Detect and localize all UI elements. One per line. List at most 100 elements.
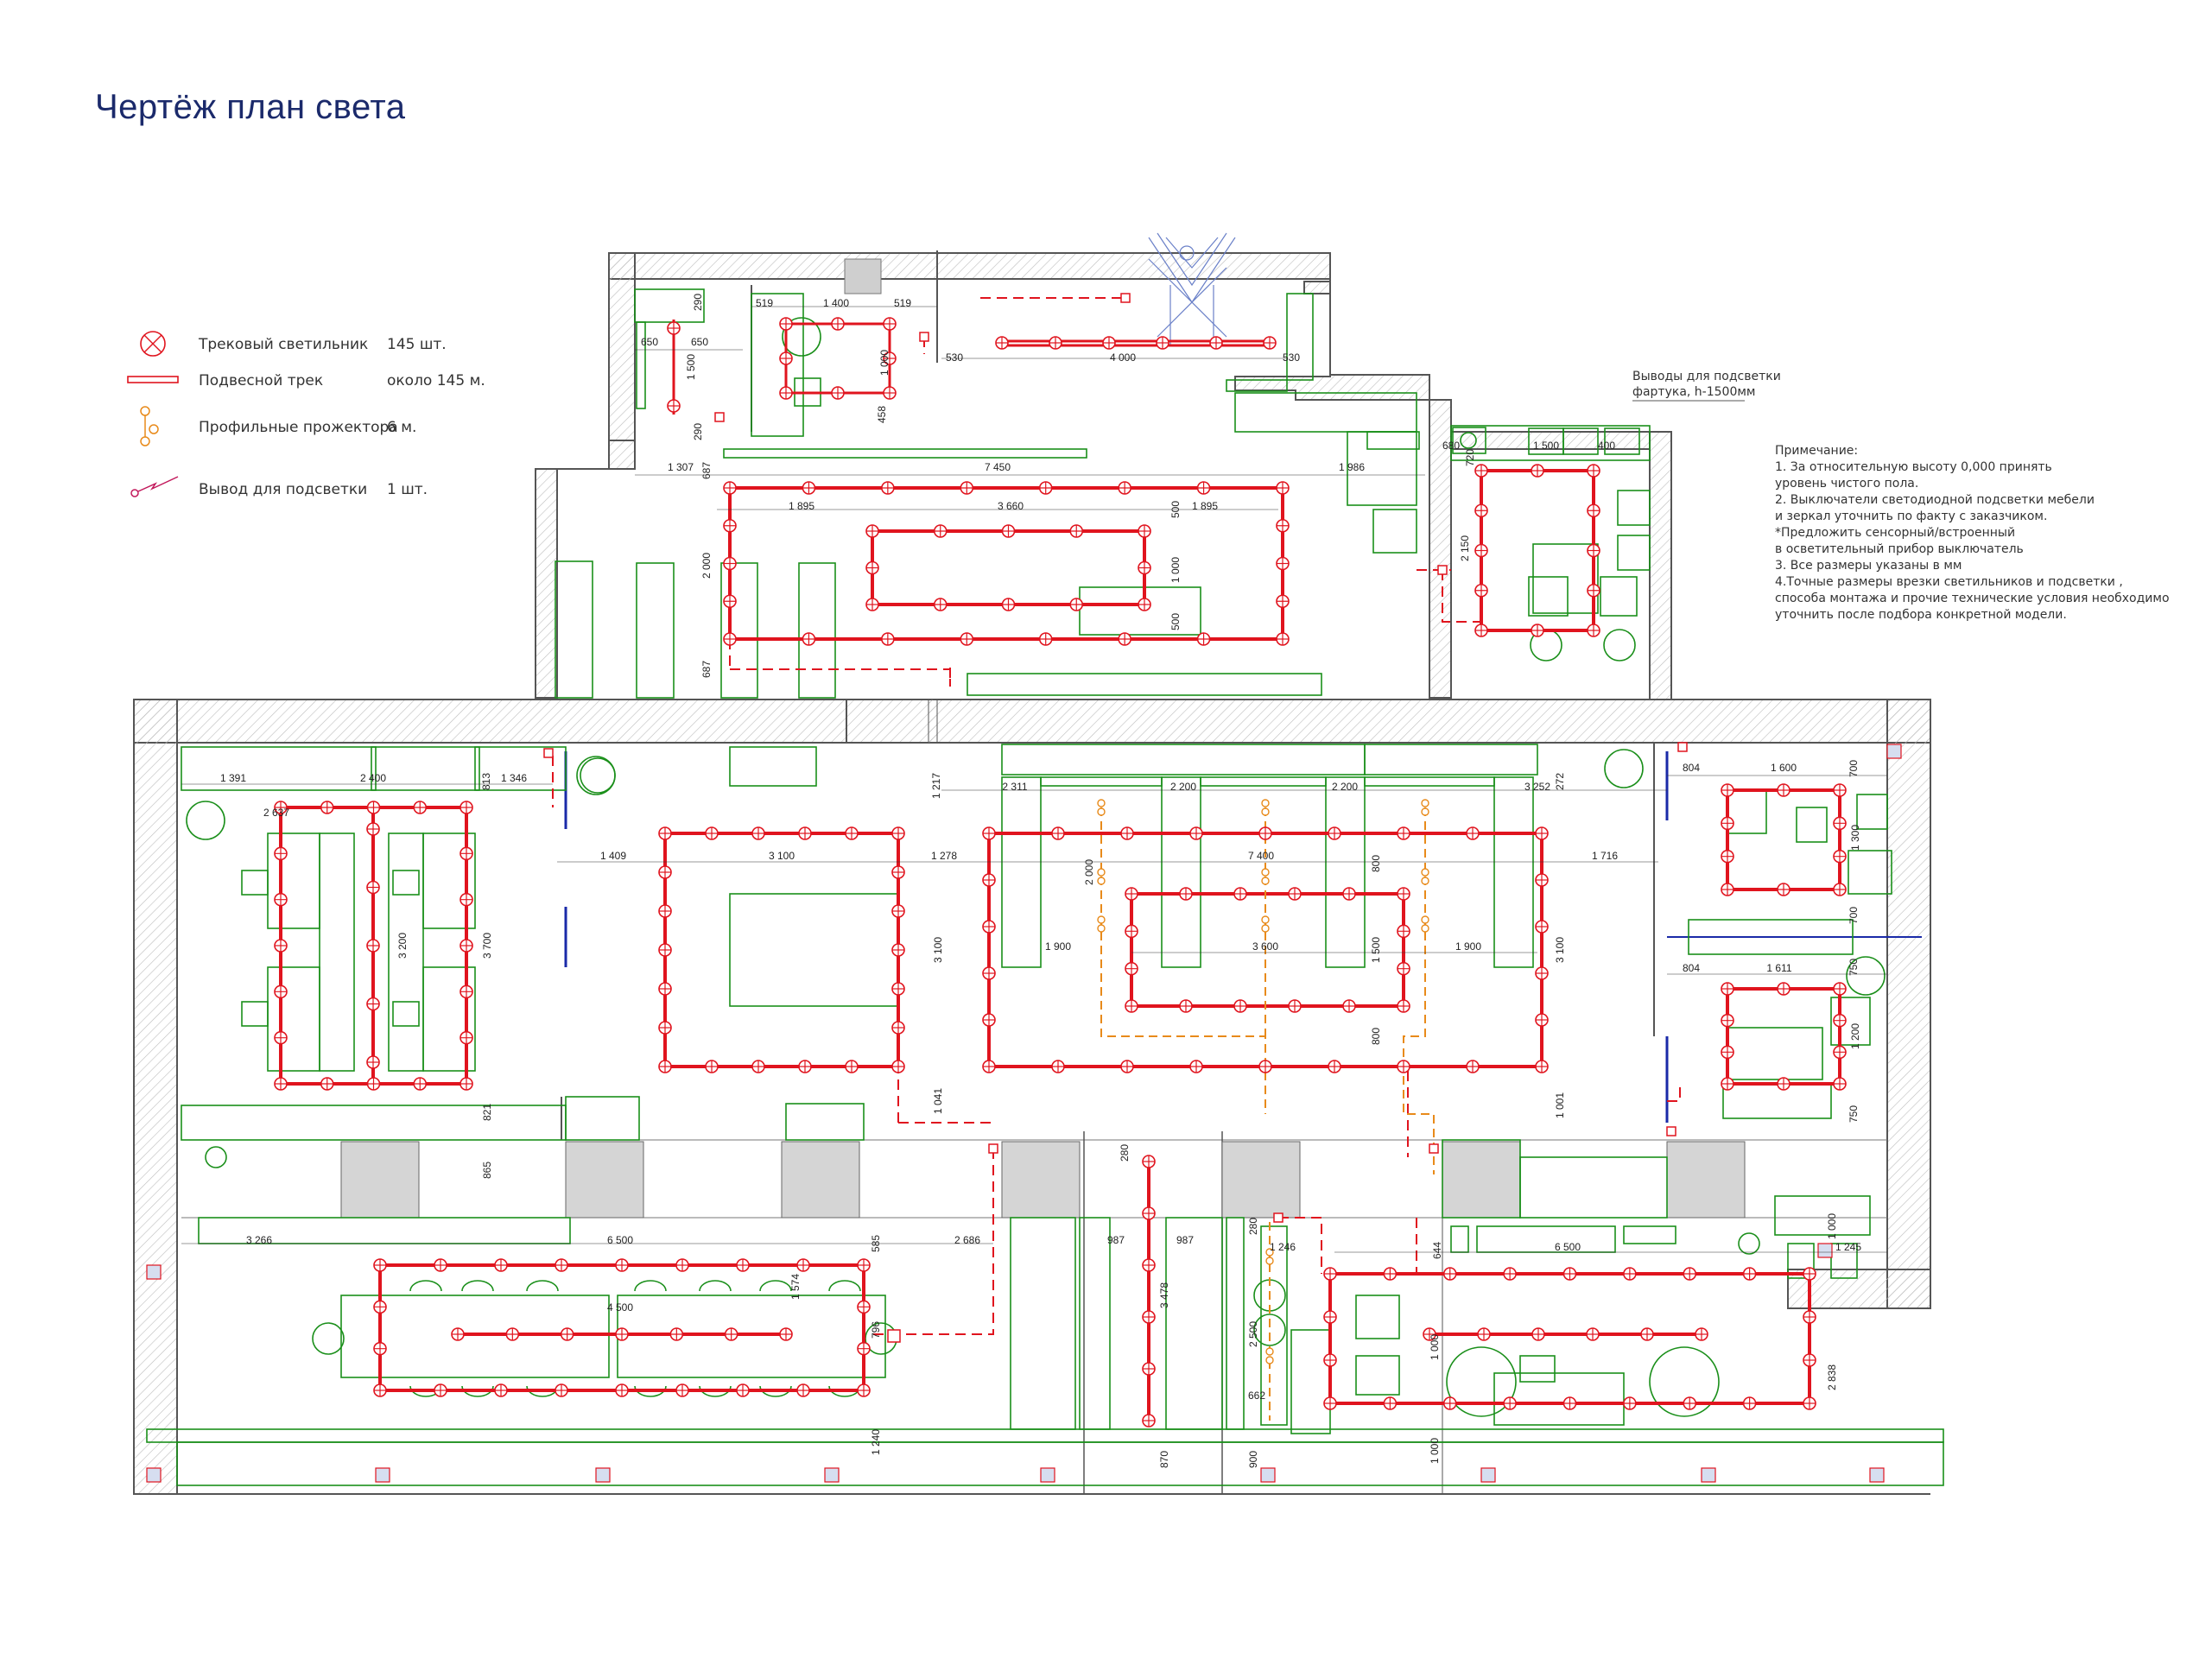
track-light-icon [1442,1396,1457,1410]
track-light-icon [751,826,765,840]
outlet-box [714,412,725,422]
legend-qty: 1 шт. [387,481,428,498]
track-light-icon [802,481,816,495]
outlet-boxes [543,293,1688,1343]
track-light-icon [658,943,672,957]
track-light-icon [1189,826,1203,840]
track-light-icon [1397,1060,1410,1073]
track-light-icon [1474,624,1488,637]
dimension-label: 650 [641,336,658,348]
dimension-label: 4 000 [1110,351,1136,364]
dimension-label: 2 400 [360,772,386,784]
track-light-icon [1142,1258,1156,1272]
dimension-label: 687 [700,462,713,479]
track-light-icon [831,317,845,331]
dimension-label: 987 [1176,1234,1194,1246]
track-light-icon [1342,999,1356,1013]
track-light-icon [1803,1353,1816,1367]
dimension-label: 1 000 [878,350,891,376]
dimension-label: 519 [756,297,773,309]
track-light-icon [460,892,473,907]
track-light-icon [1001,598,1016,611]
track-light-icon [1179,999,1193,1013]
dimension-label: 1 278 [931,850,957,862]
track-light-icon [723,518,737,533]
track-light-icon [667,321,681,335]
track-light-icon [1477,1327,1491,1341]
dimension-label: 687 [700,661,713,678]
track-light-icon [494,1383,508,1397]
track-light-icon [723,481,737,495]
suspended-tracks [279,320,1841,1421]
dimension-label: 280 [1119,1144,1131,1162]
track-light-icon [1535,1060,1549,1073]
dimension-label: 3 200 [396,933,409,959]
dimension-label: 530 [946,351,963,364]
dimension-label: 290 [692,294,704,311]
track-light-icon [1209,336,1223,350]
dimension-label: 2 200 [1332,781,1358,793]
dimension-label: 644 [1431,1242,1443,1259]
track-light-icon [1721,883,1734,896]
outlet-box [1273,1212,1283,1223]
track-light-icon [1474,503,1488,518]
dimension-label: 662 [1248,1390,1265,1402]
track-light-icon [1587,464,1600,478]
track-light-icon [1683,1396,1697,1410]
track-light-icon [1742,1267,1757,1281]
dimension-label: 804 [1683,962,1700,974]
note-line: способа монтажа и прочие технические усл… [1775,592,2170,605]
track-lights [274,317,1847,1428]
track-light-icon [1833,1045,1847,1060]
dimension-label: 804 [1683,762,1700,774]
legend-qty: 6 м. [387,419,416,436]
track-light-icon [1125,961,1138,976]
track-light-icon [1142,1310,1156,1324]
track-light-icon [1562,1396,1577,1410]
dimension-label: 1 200 [1849,1023,1861,1049]
track-light-icon [1587,624,1600,637]
track-light-icon [891,943,905,957]
track-light-icon [796,1258,810,1272]
track-light-icon [736,1258,750,1272]
dimension-label: 1 500 [1370,937,1382,963]
track-light-icon [736,1383,750,1397]
track-light-icon [1323,1267,1337,1281]
dimension-label: 6 500 [1555,1241,1581,1253]
profile-spotlight-icon [140,406,159,446]
track-light-icon [865,598,879,611]
dimension-label: 1 574 [789,1274,802,1300]
track-light-icon [1383,1396,1398,1410]
legend-label: Трековый светильник [198,336,368,353]
track-light-icon [883,317,897,331]
dimension-label: 2 150 [1459,535,1471,561]
track-light-icon [891,826,905,840]
track-light-icon [1323,1353,1337,1367]
dimension-label: 1 409 [600,850,626,862]
track-light-icon [865,524,879,538]
track-light-icon [1125,924,1138,939]
track-light-icon [1721,982,1734,996]
track-light-icon [982,966,996,980]
track-light-icon [1102,336,1116,350]
track-light-icon [798,1060,812,1073]
track-light-icon [1276,632,1290,646]
track-light-icon [751,1060,765,1073]
track-light-icon [1118,632,1131,646]
track-light-icon [1179,887,1193,901]
track-light-icon [1288,999,1302,1013]
track-light-icon [1263,336,1277,350]
track-light-icon [460,846,473,861]
dimension-label: 3 100 [932,937,944,963]
track-light-icon [831,386,845,400]
track-light-icon [891,982,905,996]
track-light-icon [1535,920,1549,934]
track-light-icon [1587,503,1600,518]
track-light-icon [1125,887,1138,901]
track-light-icon [373,1383,387,1397]
track-light-icon [1138,598,1151,611]
note-line: уровень чистого пола. [1775,477,1918,491]
track-light-icon [658,865,672,879]
track-light-icon [865,560,879,575]
track-light-icon [891,1021,905,1035]
